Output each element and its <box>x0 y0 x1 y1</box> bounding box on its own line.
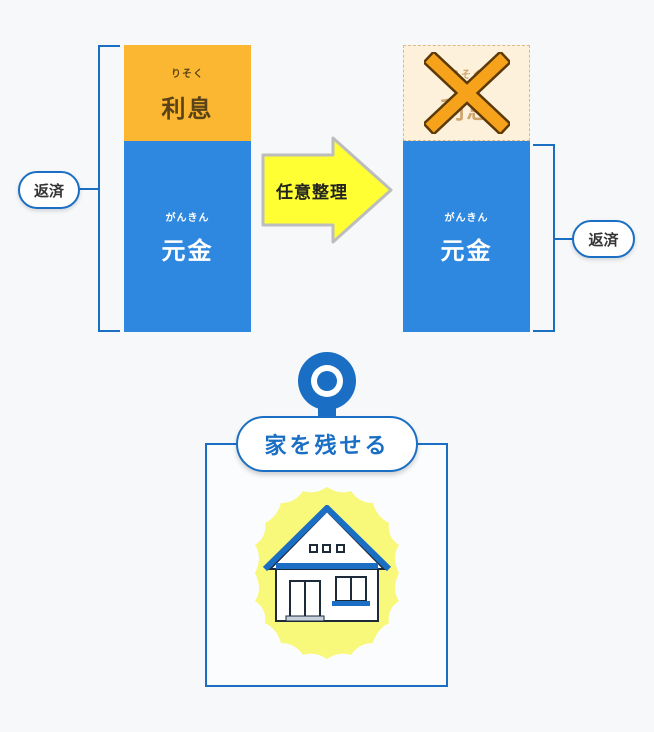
result-label: 家を残せる <box>264 434 390 459</box>
repay-text-before: 返済 <box>33 181 64 200</box>
repay-label-after: 返済 <box>572 220 635 258</box>
repay-label-before: 返済 <box>18 171 80 209</box>
principal-label-after: 元金 <box>440 237 493 265</box>
principal-ruby-before: がんきん <box>165 213 210 224</box>
principal-block-after: がんきん 元金 <box>403 141 530 332</box>
pin-icon <box>298 352 356 421</box>
principal-block-before: がんきん 元金 <box>124 141 251 332</box>
principal-ruby-after: がんきん <box>444 213 489 224</box>
interest-block-before: りそく 利息 <box>124 45 251 141</box>
house-icon <box>262 505 392 622</box>
principal-label-before: 元金 <box>161 237 214 265</box>
repay-text-after: 返済 <box>588 230 619 249</box>
repay-connector-before <box>78 188 98 190</box>
interest-label-before: 利息 <box>161 95 214 123</box>
interest-ruby-after: りそく <box>450 70 483 81</box>
cross-mark-icon <box>424 52 510 134</box>
process-arrow <box>261 136 393 244</box>
process-label: 任意整理 <box>276 183 348 203</box>
repay-bracket-before <box>98 45 120 332</box>
repay-connector-after <box>555 238 575 240</box>
repay-bracket-after <box>533 144 555 332</box>
result-banner: 家を残せる <box>236 416 418 472</box>
interest-ruby-before: りそく <box>171 69 204 80</box>
